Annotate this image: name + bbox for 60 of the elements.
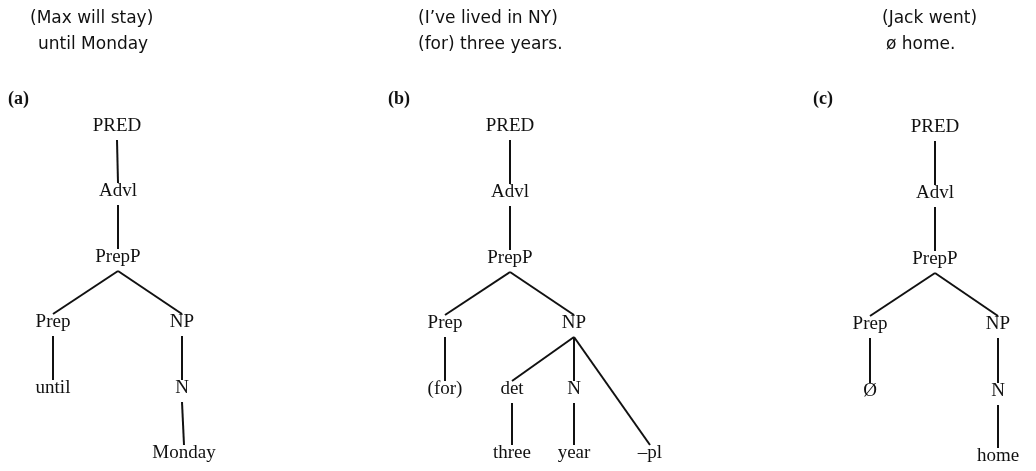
tree-branch <box>511 402 513 446</box>
tree-label: N <box>175 376 189 398</box>
tree-label: PRED <box>485 114 535 136</box>
tree-label: NP <box>561 311 587 333</box>
tree-branch <box>934 206 936 252</box>
tree-branch <box>573 336 651 446</box>
tree-branch <box>52 270 119 315</box>
example-sentence: until Monday <box>38 32 149 54</box>
panel-label: (a) <box>8 88 29 108</box>
tree-label: N <box>567 377 581 399</box>
tree-label: PRED <box>92 114 142 136</box>
example-sentence: (I’ve lived in NY) <box>418 6 558 28</box>
tree-label: Prep <box>852 312 888 334</box>
tree-label: Monday <box>152 441 216 463</box>
tree-branch <box>509 205 511 251</box>
tree-label: until <box>35 376 71 398</box>
tree-branch <box>573 402 575 446</box>
tree-label: Prep <box>35 310 71 332</box>
tree-label: Advl <box>491 180 529 202</box>
tree-branch <box>116 139 119 184</box>
tree-label: Advl <box>99 179 137 201</box>
tree-label: –pl <box>637 441 663 463</box>
tree-branch <box>444 336 446 382</box>
tree-label: N <box>991 379 1005 401</box>
tree-branch <box>573 336 575 382</box>
example-sentence: (Max will stay) <box>30 6 154 28</box>
panel-label: (b) <box>388 88 410 108</box>
tree-label: Advl <box>916 181 954 203</box>
tree-branch <box>997 337 999 384</box>
tree-label: det <box>500 377 524 399</box>
tree-branch <box>117 270 183 315</box>
tree-label: Prep <box>427 311 463 333</box>
tree-branch <box>869 337 871 384</box>
tree-branch <box>181 401 185 446</box>
tree-label: PrepP <box>95 245 141 267</box>
example-sentence: (Jack went) <box>882 6 978 28</box>
tree-branch <box>511 336 575 382</box>
tree-branch <box>869 272 936 317</box>
tree-label: NP <box>985 312 1011 334</box>
tree-label: PrepP <box>487 246 533 268</box>
example-sentence: (for) three years. <box>418 32 563 54</box>
tree-branch <box>444 271 511 316</box>
panel-label: (c) <box>813 88 833 108</box>
tree-branch <box>52 335 54 381</box>
tree-branch <box>117 204 119 250</box>
tree-branch <box>934 272 999 317</box>
tree-branch <box>997 404 999 449</box>
tree-label: home <box>976 444 1020 466</box>
tree-branch <box>509 271 575 316</box>
tree-label: Ø <box>863 379 877 401</box>
tree-label: PRED <box>910 115 960 137</box>
tree-label: three <box>493 441 531 463</box>
tree-branch <box>181 335 183 381</box>
tree-branch <box>934 140 936 186</box>
tree-label: PrepP <box>912 247 958 269</box>
tree-label: NP <box>169 310 195 332</box>
tree-label: year <box>557 441 591 463</box>
tree-label: (for) <box>427 377 463 399</box>
example-sentence: ø home. <box>886 32 956 54</box>
tree-branch <box>509 139 511 185</box>
